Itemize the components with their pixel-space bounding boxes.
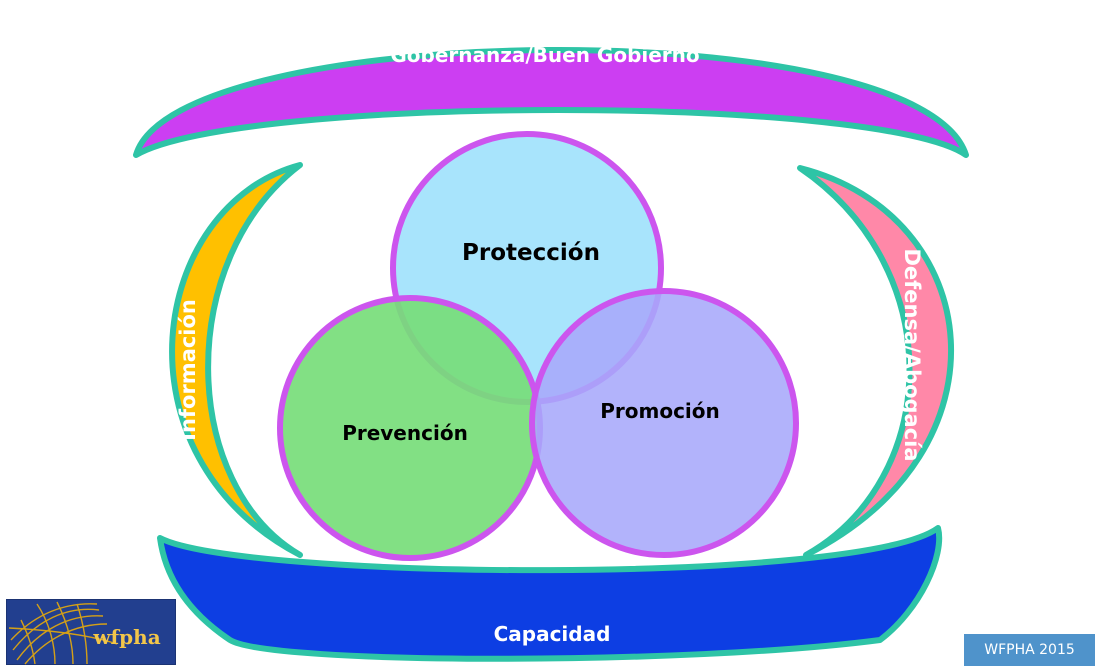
globe-icon: wfpha	[8, 601, 161, 665]
information-label: Información	[176, 299, 200, 441]
promotion-label: Promoción	[600, 399, 720, 423]
year-badge: WFPHA 2015	[964, 634, 1095, 666]
governance-label: Gobernanza/Buen Gobierno	[390, 43, 699, 67]
advocacy-crescent	[797, 165, 954, 558]
promotion-circle	[529, 288, 799, 558]
logo-text: wfpha	[92, 625, 160, 649]
information-crescent	[169, 162, 303, 558]
advocacy-label: Defensa/Abogacía	[900, 248, 924, 461]
governance-arch	[133, 46, 969, 158]
capacity-label: Capacidad	[494, 622, 611, 646]
prevention-label: Prevención	[342, 421, 468, 445]
capacity-bowl	[157, 525, 943, 662]
protection-label: Protección	[462, 240, 600, 266]
wfpha-logo: wfpha	[6, 599, 176, 665]
